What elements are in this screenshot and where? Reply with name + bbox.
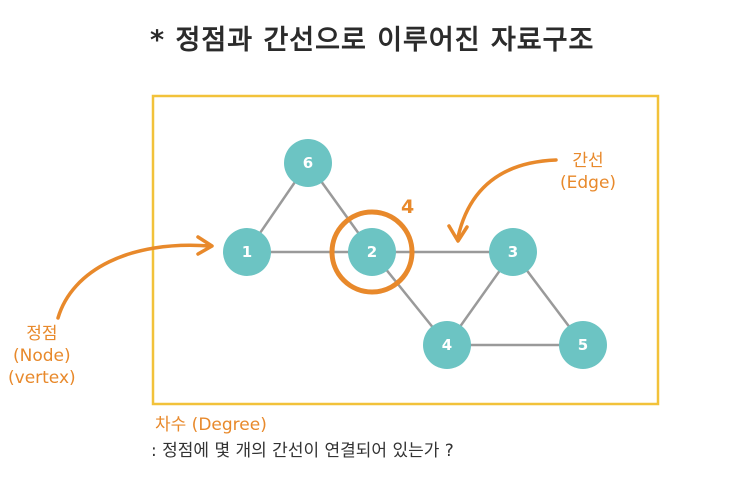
graph-node-label-4: 4 [442,336,452,354]
degree-count-label: 4 [401,196,414,218]
graph-node-2 [348,228,396,276]
vertex-annotation: 정점 (Node) (vertex) [8,323,76,389]
edge-annotation-english: (Edge) [560,173,617,193]
graph-node-3 [489,228,537,276]
degree-description: : 정점에 몇 개의 간선이 연결되어 있는가 ? [151,441,454,461]
graph-node-label-2: 2 [367,243,377,261]
graph-node-label-5: 5 [578,336,588,354]
edge-annotation-korean: 간선 [572,151,604,171]
graph-node-label-1: 1 [242,243,252,261]
arrows-layer [56,158,558,320]
graph-node-1 [223,228,271,276]
vertex-annotation-arrow [56,243,212,320]
graph-node-5 [559,321,607,369]
vertex-annotation-korean: 정점 [26,324,58,344]
degree-label: 차수 (Degree) [155,415,267,435]
page-title: * 정점과 간선으로 이루어진 자료구조 [150,25,595,56]
vertex-annotation-vertex: (vertex) [8,368,76,388]
graph-node-label-3: 3 [508,243,518,261]
edge-annotation-arrow [456,158,558,239]
graph-node-6 [284,139,332,187]
nodes-layer: 1 2 3 4 5 6 [223,139,607,369]
vertex-annotation-node: (Node) [13,346,71,366]
edge-annotation: 간선 (Edge) [560,150,616,194]
diagram-frame [151,94,660,406]
vertex-annotation-arrowhead [196,235,214,256]
graph-node-label-6: 6 [303,154,313,172]
edge-annotation-arrowhead [447,224,469,243]
graph-node-4 [423,321,471,369]
degree-highlight-ring [329,209,415,295]
